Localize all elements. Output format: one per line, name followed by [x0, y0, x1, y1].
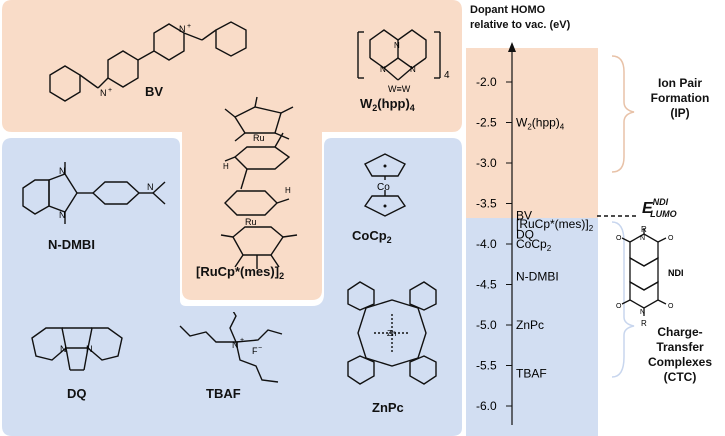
level-label: TBAF: [516, 367, 547, 381]
axis-tick-label: -2.0: [476, 75, 497, 89]
svg-text:4: 4: [444, 70, 450, 81]
lumo-label: ENDILUMO: [642, 197, 677, 219]
ctc-region-left: [2, 138, 462, 436]
w2hpp4-label: W2(hpp)4: [360, 96, 415, 113]
axis-tick-label: -4.5: [476, 278, 497, 292]
energy-axis: -2.0 -2.5 -3.0 -3.5 -4.0 -4.5 -5.0 -5.5 -6.0 W2(…: [476, 42, 594, 425]
svg-text:O: O: [616, 235, 622, 242]
level-label: [RuCp*(mes)]2: [516, 217, 594, 233]
axis-ctc-band: [466, 218, 598, 436]
svg-text:+: +: [187, 23, 191, 30]
svg-text:N: N: [86, 344, 93, 354]
tbaf-structure: N + F −: [179, 312, 283, 383]
svg-text:N: N: [59, 166, 66, 176]
rucp-label: [RuCp*(mes)]2: [196, 264, 285, 281]
lumo-dashed-line: [597, 215, 639, 217]
svg-text:N: N: [147, 182, 154, 192]
w2hpp4-structure: N N N W≡W 4: [357, 29, 450, 94]
cocp2-label: CoCp2: [352, 228, 392, 245]
svg-text:−: −: [258, 345, 262, 352]
axis-tick-label: -6.0: [476, 399, 497, 413]
level-label: BV: [516, 209, 532, 223]
svg-text:+: +: [108, 87, 112, 94]
svg-text:H: H: [285, 186, 291, 195]
axis-tick-label: -3.0: [476, 156, 497, 170]
cocp2-structure: Co: [363, 153, 407, 217]
level-label: DQ: [516, 227, 534, 241]
tbaf-label: TBAF: [206, 386, 241, 401]
bv-label: BV: [145, 84, 164, 99]
svg-text:O: O: [668, 235, 674, 242]
svg-text:N: N: [640, 235, 645, 242]
dq-structure: N N: [31, 327, 123, 371]
svg-text:N: N: [179, 24, 186, 34]
level-label: N-DMBI: [516, 269, 559, 283]
axis-tick-label: -5.0: [476, 318, 497, 332]
axis-tick-label: -2.5: [476, 116, 497, 130]
ndi-structure: R N N R O O O O NDI: [616, 225, 684, 328]
region-brackets: [611, 55, 635, 378]
dq-label: DQ: [67, 386, 87, 401]
znpc-label: ZnPc: [372, 400, 404, 415]
axis-tick-label: -5.5: [476, 359, 497, 373]
svg-text:O: O: [616, 303, 622, 310]
axis-title: Dopant HOMO relative to vac. (eV): [470, 4, 571, 31]
ndmbi-label: N-DMBI: [48, 237, 95, 252]
svg-text:R: R: [641, 319, 647, 328]
svg-text:R: R: [641, 225, 647, 234]
level-label: CoCp2: [516, 237, 552, 253]
svg-text:Co: Co: [377, 182, 390, 193]
svg-text:O: O: [668, 303, 674, 310]
svg-text:N: N: [100, 88, 107, 98]
ctc-region-label: Charge- Transfer Complexes (CTC): [647, 325, 713, 384]
axis-ip-band: [466, 48, 598, 218]
svg-text:N: N: [232, 340, 239, 350]
znpc-structure: Zn: [347, 281, 437, 385]
svg-text:N: N: [640, 309, 645, 316]
svg-text:N: N: [380, 65, 386, 74]
bv-structure: N + N +: [49, 21, 247, 102]
rucp-dimer-structure: Ru Ru H H: [220, 96, 298, 269]
ip-region-label: Ion Pair Formation (IP): [650, 76, 710, 120]
svg-text:N: N: [59, 210, 66, 220]
svg-text:Zn: Zn: [387, 329, 396, 338]
svg-text:N: N: [60, 344, 67, 354]
ion-pair-region: [2, 0, 462, 300]
svg-text:NDI: NDI: [668, 268, 684, 278]
axis-tick-label: -4.0: [476, 237, 497, 251]
svg-text:H: H: [223, 162, 229, 171]
level-label: W2(hpp)4: [516, 116, 565, 132]
ndmbi-structure: N N N: [22, 162, 166, 224]
svg-text:N: N: [410, 65, 416, 74]
axis-arrow: [508, 42, 516, 52]
axis-tick-label: -3.5: [476, 197, 497, 211]
svg-text:Ru: Ru: [245, 217, 257, 227]
svg-text:W≡W: W≡W: [388, 84, 411, 94]
svg-text:Ru: Ru: [253, 133, 265, 143]
svg-text:N: N: [394, 41, 400, 50]
level-label: ZnPc: [516, 318, 544, 332]
svg-text:F: F: [252, 346, 258, 356]
svg-text:+: +: [240, 337, 244, 344]
